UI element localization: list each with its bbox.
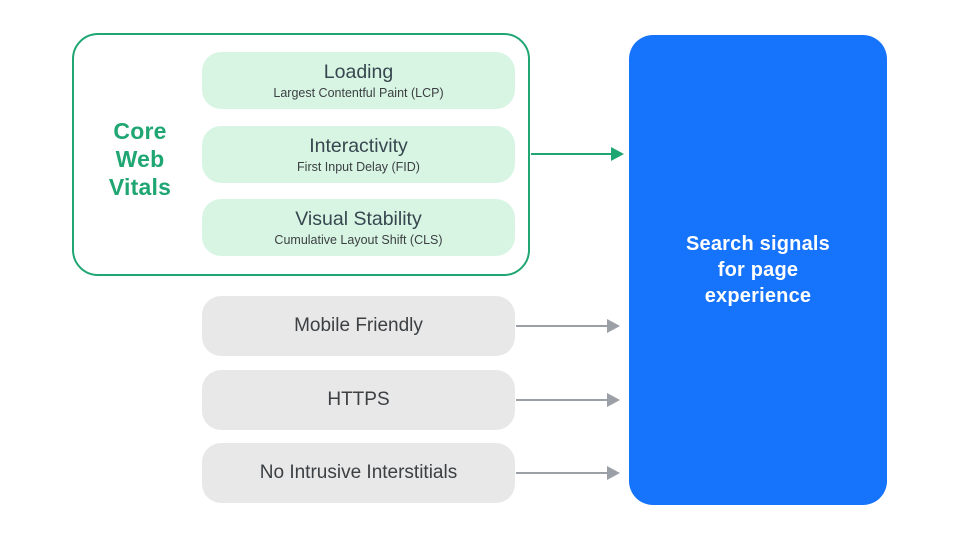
search-signals-result-box: Search signals for page experience	[629, 35, 887, 505]
arrow-head-icon	[607, 319, 620, 333]
core-web-vitals-label-line: Core	[113, 118, 167, 144]
arrow-head-icon	[607, 393, 620, 407]
pill-https: HTTPS	[202, 370, 515, 430]
pill-loading-subtitle: Largest Contentful Paint (LCP)	[273, 85, 444, 100]
arrow-mobile-friendly	[516, 319, 620, 333]
search-signals-label-line: experience	[704, 285, 812, 307]
arrow-shaft	[516, 399, 608, 401]
arrow-shaft	[516, 325, 608, 327]
pill-loading: Loading Largest Contentful Paint (LCP)	[202, 52, 515, 109]
pill-no-intrusive-interstitials: No Intrusive Interstitials	[202, 443, 515, 503]
arrow-shaft	[516, 472, 608, 474]
search-signals-label-line: for page	[717, 259, 799, 281]
pill-mobile-friendly: Mobile Friendly	[202, 296, 515, 356]
pill-no-intrusive-interstitials-label: No Intrusive Interstitials	[259, 462, 458, 483]
pill-https-label: HTTPS	[327, 389, 390, 410]
pill-visual-stability-title: Visual Stability	[295, 207, 422, 230]
arrow-head-icon	[611, 147, 624, 161]
pill-interactivity-subtitle: First Input Delay (FID)	[297, 159, 420, 174]
search-signals-label-line: Search signals	[686, 233, 830, 255]
core-web-vitals-label-line: Vitals	[108, 174, 172, 200]
arrow-https	[516, 393, 620, 407]
arrow-no-intrusive-interstitials	[516, 466, 620, 480]
pill-visual-stability-subtitle: Cumulative Layout Shift (CLS)	[274, 232, 443, 247]
pill-interactivity-title: Interactivity	[309, 134, 408, 157]
core-web-vitals-label-line: Web	[115, 146, 165, 172]
search-signals-label: Search signals for page experience	[686, 231, 830, 309]
core-web-vitals-label: Core Web Vitals	[76, 117, 204, 201]
arrow-shaft	[531, 153, 612, 155]
pill-visual-stability: Visual Stability Cumulative Layout Shift…	[202, 199, 515, 256]
pill-mobile-friendly-label: Mobile Friendly	[294, 315, 423, 336]
arrow-head-icon	[607, 466, 620, 480]
arrow-core-web-vitals	[531, 147, 624, 161]
pill-loading-title: Loading	[323, 60, 394, 83]
pill-interactivity: Interactivity First Input Delay (FID)	[202, 126, 515, 183]
